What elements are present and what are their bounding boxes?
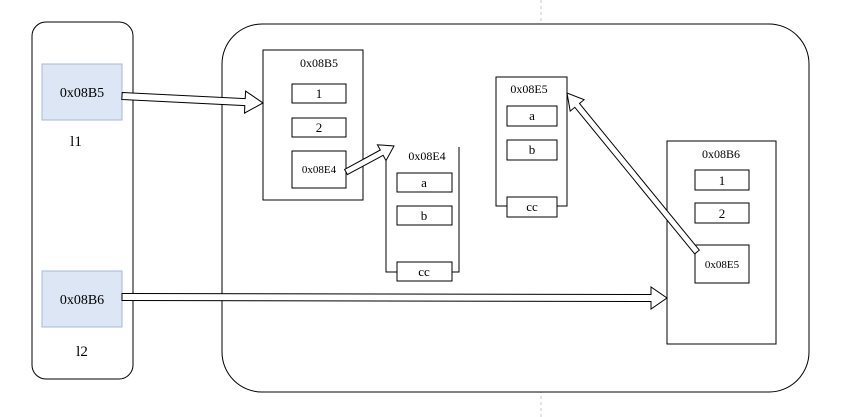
arrow-l1-to-08b5 (121, 90, 264, 114)
object-08e5-item-a (506, 105, 558, 127)
object-08b6-item-1-label: 1 (719, 173, 726, 188)
object-08b6-pointer-label: 0x08E5 (705, 259, 740, 271)
object-08b6-address: 0x08B6 (702, 147, 740, 161)
object-08b6-pointer-cell (694, 244, 750, 284)
reference-arrows (121, 90, 701, 310)
arrow-l2-to-08b6 (121, 286, 668, 310)
object-08b5-item-2 (291, 117, 347, 138)
object-08e4-item-cc (396, 261, 453, 282)
object-08b6-item-2 (694, 202, 750, 224)
object-08b5-pointer-cell (291, 150, 347, 189)
object-08e5-item-a-label: a (529, 108, 535, 123)
variable-l1-name: l1 (70, 134, 82, 150)
arrow-08e5-pointer (566, 92, 701, 255)
object-08b5-item-2-label: 2 (316, 120, 323, 135)
object-08e4-item-a-label: a (421, 175, 427, 190)
object-08e4-item-cc-label: cc (418, 264, 430, 279)
variable-l2-name: l2 (76, 344, 88, 360)
object-08b5-pointer-label: 0x08E4 (302, 164, 337, 176)
arrow-08e4-pointer (343, 144, 395, 176)
object-08b5-address: 0x08B5 (300, 56, 338, 70)
variable-l1-value: 0x08B5 (60, 86, 104, 101)
object-08e5-item-b (506, 139, 558, 161)
object-08e4-item-b-label: b (421, 208, 428, 223)
variable-l2-cell (41, 270, 123, 328)
object-08e5-address: 0x08E5 (510, 82, 547, 96)
object-08e5-item-cc-label: cc (526, 199, 538, 214)
object-08b5-item-1-label: 1 (316, 86, 323, 101)
variable-l2-value: 0x08B6 (60, 293, 104, 308)
object-08e4-item-a (396, 172, 453, 193)
object-08b6-item-1 (694, 169, 750, 191)
object-08e5-item-cc (506, 196, 558, 218)
object-08e4-item-b (396, 205, 453, 226)
object-08e4-address: 0x08E4 (408, 149, 445, 163)
object-08b6-item-2-label: 2 (719, 206, 726, 221)
object-08b5-item-1 (291, 83, 347, 104)
object-08e5-item-b-label: b (529, 142, 536, 157)
variable-l1-cell (41, 63, 123, 121)
